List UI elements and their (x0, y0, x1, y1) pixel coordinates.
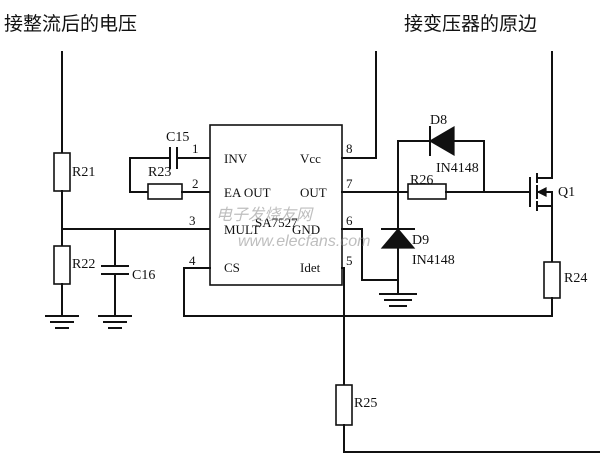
pin-3-name: MULT (224, 222, 260, 237)
pin-4-number: 4 (189, 253, 196, 268)
label-r26: R26 (410, 173, 433, 188)
label-d9-part: IN4148 (412, 253, 455, 268)
capacitor-c16 (101, 265, 129, 275)
watermark-cn: 电子发烧友网 (216, 206, 314, 224)
pin-6-name: GND (292, 222, 320, 237)
pin-2-number: 2 (192, 176, 199, 191)
pin-1-name: INV (224, 151, 248, 166)
pin-8-number: 8 (346, 141, 353, 156)
pin-3-number: 3 (189, 213, 196, 228)
label-c15: C15 (166, 130, 189, 145)
ground-c16 (98, 315, 132, 329)
pin-7-number: 7 (346, 176, 353, 191)
pin-5-number: 5 (346, 253, 353, 268)
label-d8-part: IN4148 (436, 161, 479, 176)
mosfet-q1 (529, 173, 553, 211)
label-q1: Q1 (558, 185, 575, 200)
pin-5-name: Idet (300, 260, 321, 275)
pin-6-number: 6 (346, 213, 353, 228)
pin-7-name: OUT (300, 185, 327, 200)
ic-sa7527 (209, 124, 343, 286)
label-d8: D8 (430, 113, 447, 128)
ic-part-number: SA7527 (255, 215, 298, 230)
ground-r22 (45, 315, 79, 329)
diode-d8 (428, 125, 455, 157)
label-r25: R25 (354, 396, 377, 411)
label-r24: R24 (564, 271, 587, 286)
resistor-r22 (53, 245, 71, 285)
label-c16: C16 (132, 268, 155, 283)
label-r22: R22 (72, 257, 95, 272)
title-left: 接整流后的电压 (4, 13, 137, 35)
ground-ic (379, 293, 417, 307)
resistor-r24 (543, 261, 561, 299)
label-r23: R23 (148, 165, 171, 180)
label-d9: D9 (412, 233, 429, 248)
title-right: 接变压器的原边 (404, 13, 537, 35)
diode-d9 (380, 228, 416, 249)
resistor-r21 (53, 152, 71, 192)
pin-2-name: EA OUT (224, 185, 271, 200)
label-r21: R21 (72, 165, 95, 180)
watermark-url: www.elecfans.com (238, 233, 371, 250)
resistor-r23 (147, 183, 183, 200)
pin-4-name: CS (224, 260, 240, 275)
pin-8-name: Vcc (300, 151, 321, 166)
pin-1-number: 1 (192, 141, 199, 156)
resistor-r25 (335, 384, 353, 426)
